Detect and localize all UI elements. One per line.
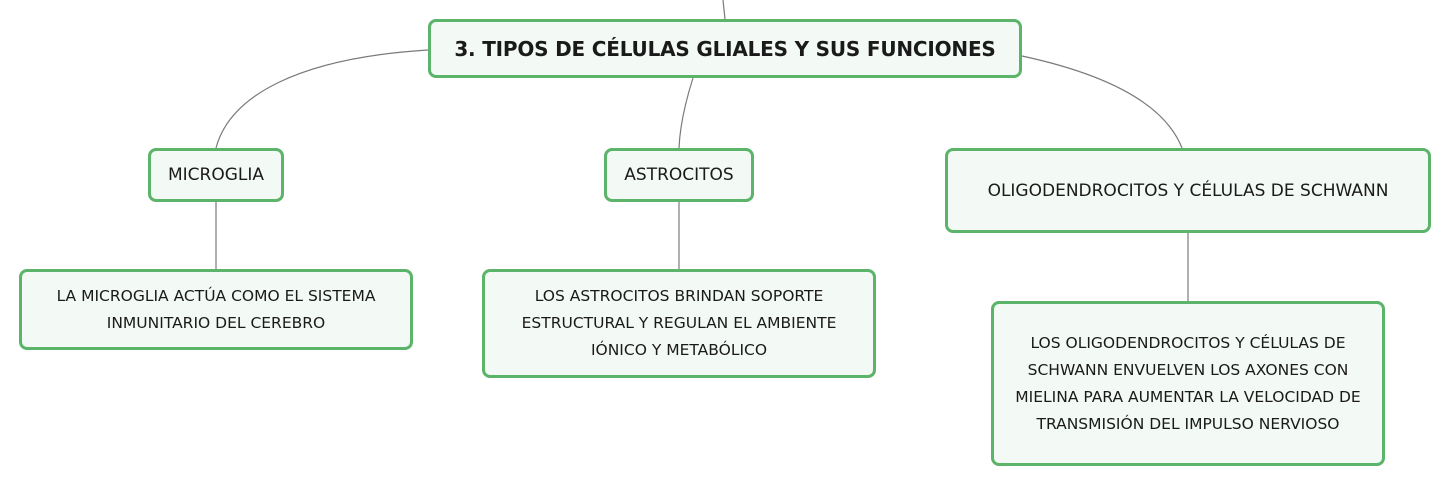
connector-root-to-astrocitos [678, 77, 694, 149]
connector-parent-to-root [722, 0, 726, 20]
topic-microglia[interactable]: MICROGLIA [148, 148, 284, 202]
connector-root-to-microglia [215, 49, 429, 149]
detail-microglia[interactable]: LA MICROGLIA ACTÚA COMO EL SISTEMA INMUN… [19, 269, 413, 350]
detail-line: ESTRUCTURAL Y REGULAN EL AMBIENTE [521, 314, 837, 332]
detail-oligodendrocitos[interactable]: LOS OLIGODENDROCITOS Y CÉLULAS DE SCHWAN… [991, 301, 1385, 466]
root-topic[interactable]: 3. TIPOS DE CÉLULAS GLIALES Y SUS FUNCIO… [428, 19, 1022, 78]
detail-line: LOS ASTROCITOS BRINDAN SOPORTE [534, 287, 824, 305]
detail-line: MIELINA PARA AUMENTAR LA VELOCIDAD DE [1015, 387, 1361, 406]
topic-astrocitos-label: ASTROCITOS [624, 165, 734, 185]
topic-astrocitos[interactable]: ASTROCITOS [604, 148, 754, 202]
detail-line: LA MICROGLIA ACTÚA COMO EL SISTEMA [56, 286, 376, 305]
detail-astrocitos[interactable]: LOS ASTROCITOS BRINDAN SOPORTE ESTRUCTUR… [482, 269, 876, 378]
topic-oligodendrocitos-label: OLIGODENDROCITOS Y CÉLULAS DE SCHWANN [987, 180, 1389, 201]
detail-line: LOS OLIGODENDROCITOS Y CÉLULAS DE [1030, 333, 1346, 352]
detail-line: TRANSMISIÓN DEL IMPULSO NERVIOSO [1036, 414, 1340, 433]
detail-line: INMUNITARIO DEL CEREBRO [106, 313, 326, 332]
connector-root-to-oligodendrocitos [1021, 55, 1183, 149]
topic-oligodendrocitos[interactable]: OLIGODENDROCITOS Y CÉLULAS DE SCHWANN [945, 148, 1431, 233]
topic-microglia-label: MICROGLIA [167, 165, 265, 185]
detail-line: IÓNICO Y METABÓLICO [590, 341, 768, 359]
detail-line: SCHWANN ENVUELVEN LOS AXONES CON [1027, 360, 1349, 379]
root-topic-label: 3. TIPOS DE CÉLULAS GLIALES Y SUS FUNCIO… [454, 36, 996, 61]
